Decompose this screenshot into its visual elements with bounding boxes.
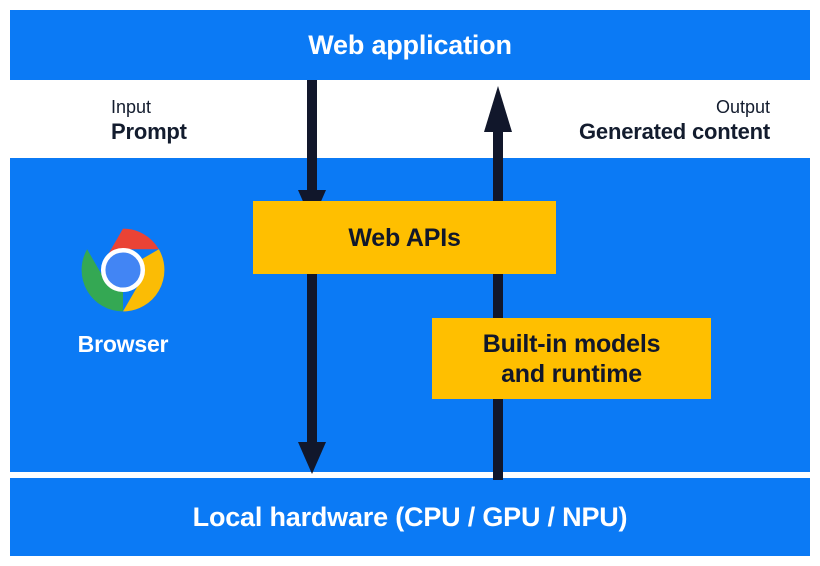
browser-identity-block: Browser — [33, 225, 213, 358]
output-arrow-head — [484, 86, 512, 132]
chrome-logo-icon — [81, 228, 165, 312]
flow-label-input: Input Prompt — [111, 97, 187, 146]
flow-label-output: Output Generated content — [579, 97, 770, 146]
band-web-application-label: Web application — [308, 29, 512, 60]
input-flow-arrow-down — [298, 80, 326, 474]
browser-caption-label: Browser — [77, 331, 169, 357]
output-arrow-shaft — [493, 116, 503, 480]
flow-label-output-kind: Output — [715, 97, 770, 117]
box-web-apis: Web APIs — [253, 201, 556, 274]
box-web-apis-label: Web APIs — [348, 223, 461, 252]
band-local-hardware: Local hardware (CPU / GPU / NPU) — [10, 478, 810, 556]
input-arrow-head-bottom — [298, 442, 326, 474]
flow-label-input-value: Prompt — [111, 118, 187, 144]
flow-label-input-kind: Input — [111, 97, 152, 117]
output-flow-arrow-up — [484, 86, 512, 480]
band-web-application: Web application — [10, 10, 810, 80]
flow-label-output-value: Generated content — [579, 118, 770, 144]
band-local-hardware-label: Local hardware (CPU / GPU / NPU) — [192, 501, 628, 532]
